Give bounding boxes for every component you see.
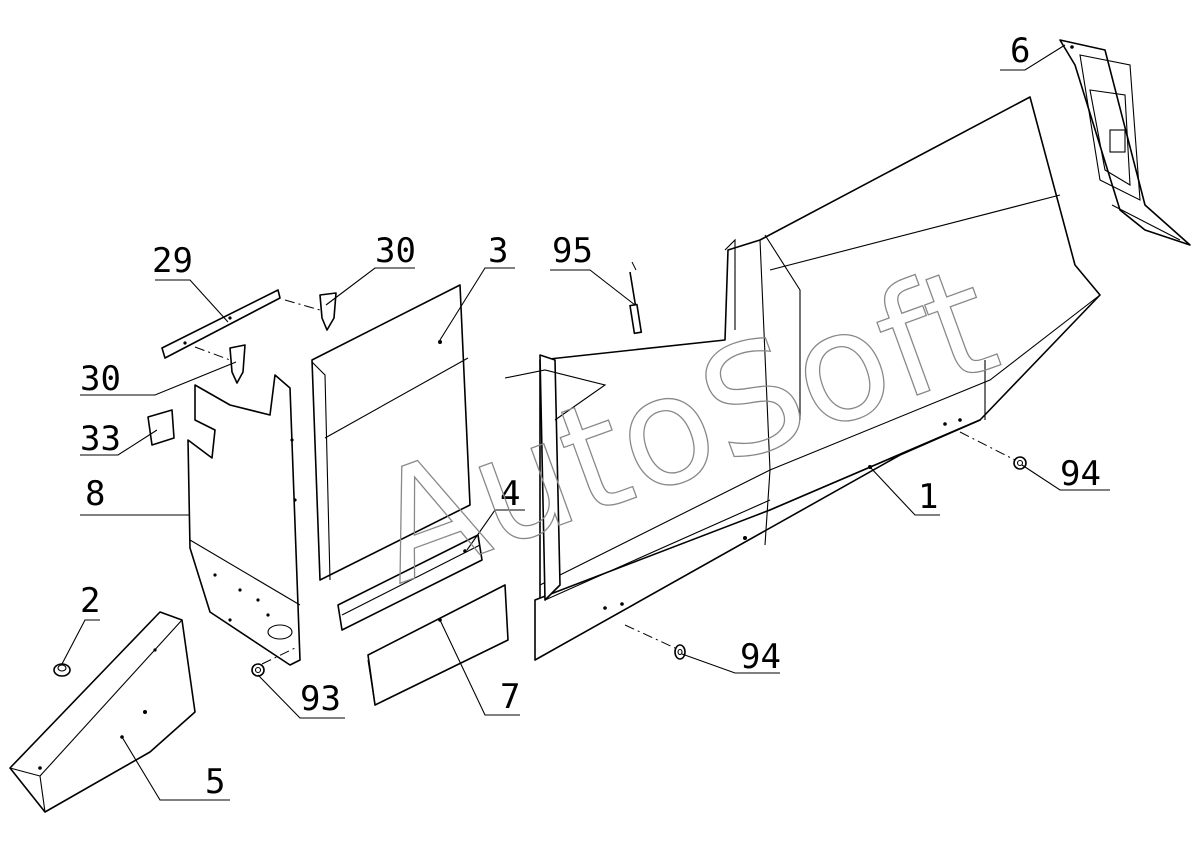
part-5-front-box	[9, 611, 196, 813]
part-1-side-body	[504, 96, 1101, 661]
part-93-grommet	[251, 663, 265, 677]
part-7-lower-panel	[367, 584, 509, 706]
callout-2: 2	[80, 581, 100, 621]
callout-8: 8	[85, 474, 105, 514]
callout-6: 6	[1010, 31, 1030, 71]
callout-33: 33	[80, 419, 121, 459]
part-94-grommet-right	[1013, 456, 1027, 470]
callout-30-upper: 30	[375, 231, 416, 271]
callout-94-lower: 94	[740, 637, 781, 677]
part-6-door-frame	[1059, 39, 1191, 246]
callout-29: 29	[152, 241, 193, 281]
callout-3: 3	[488, 231, 508, 271]
part-30-bracket-lower	[229, 344, 246, 384]
part-4-lower-strip	[337, 534, 483, 631]
part-3-upper-panel	[311, 284, 471, 581]
callout-leaders	[61, 44, 1110, 801]
callout-30-lower: 30	[80, 359, 121, 399]
part-8-partition	[187, 374, 301, 666]
callout-labels: 6 29 30 3 95 30 33 8 4 94 1 2 93 7 94 5	[80, 31, 1101, 802]
callout-4: 4	[500, 474, 520, 514]
part-29-rail	[161, 289, 281, 359]
part-30-bracket-upper	[319, 292, 337, 331]
assembly-center-lines	[194, 261, 1016, 665]
callout-93: 93	[300, 679, 341, 719]
callout-7: 7	[500, 677, 520, 717]
part-95-gas-strut	[629, 271, 643, 335]
callout-5: 5	[205, 762, 225, 802]
part-2-plug	[53, 663, 71, 677]
part-33-small-plate	[147, 409, 175, 446]
part-94-grommet-lower	[674, 644, 686, 660]
callout-95: 95	[552, 231, 593, 271]
callout-94-right: 94	[1060, 454, 1101, 494]
callout-1: 1	[918, 477, 938, 517]
